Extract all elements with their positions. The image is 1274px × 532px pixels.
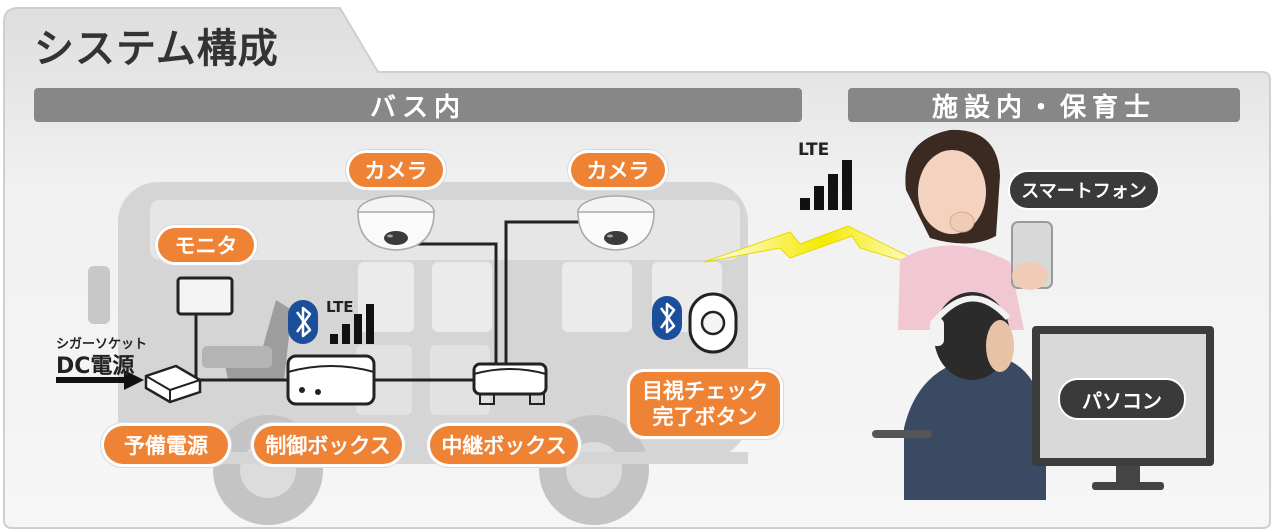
dc-power-label: DC電源 — [56, 354, 135, 379]
monitor-label: モニタ — [158, 228, 254, 262]
spare-power-device — [144, 364, 202, 404]
wire — [400, 242, 498, 372]
control-box-device — [286, 354, 376, 406]
section-band-facility: 施設内・保育士 — [848, 88, 1240, 123]
bus-mirror — [88, 266, 110, 324]
seat-cushion — [202, 346, 272, 368]
camera-right-label: カメラ — [571, 153, 665, 187]
check-button-label-line2: 完了ボタン — [652, 405, 758, 429]
lte-signal-icon — [330, 304, 374, 344]
lte-bus-label: LTE — [326, 298, 354, 316]
push-button-icon — [688, 292, 738, 354]
bus-window — [562, 262, 632, 332]
page-title: システム構成 — [34, 26, 279, 72]
bluetooth-icon — [288, 300, 318, 344]
check-button-label: 目視チェック 完了ボタン — [630, 372, 780, 436]
relay-box-device — [472, 362, 548, 405]
relay-box-label: 中継ボックス — [430, 426, 578, 464]
nursery-teacher-figure — [898, 129, 1053, 330]
smartphone-label: スマートフォン — [1008, 170, 1160, 210]
pc-label: パソコン — [1058, 378, 1186, 420]
camera-icon — [357, 195, 435, 251]
camera-icon — [577, 195, 655, 251]
section-band-bus: バス内 — [34, 88, 802, 123]
lte-air-label: LTE — [798, 140, 830, 160]
monitor-icon — [176, 276, 234, 316]
cigar-socket-label: シガーソケット — [56, 337, 148, 352]
check-button-label-line1: 目視チェック — [642, 379, 768, 403]
spare-power-label: 予備電源 — [104, 426, 228, 464]
bus-window — [432, 262, 492, 332]
control-box-label: 制御ボックス — [254, 426, 402, 464]
camera-left-label: カメラ — [349, 153, 443, 187]
bluetooth-icon — [652, 296, 682, 340]
wire — [504, 220, 598, 372]
lte-signal-icon — [800, 160, 852, 210]
